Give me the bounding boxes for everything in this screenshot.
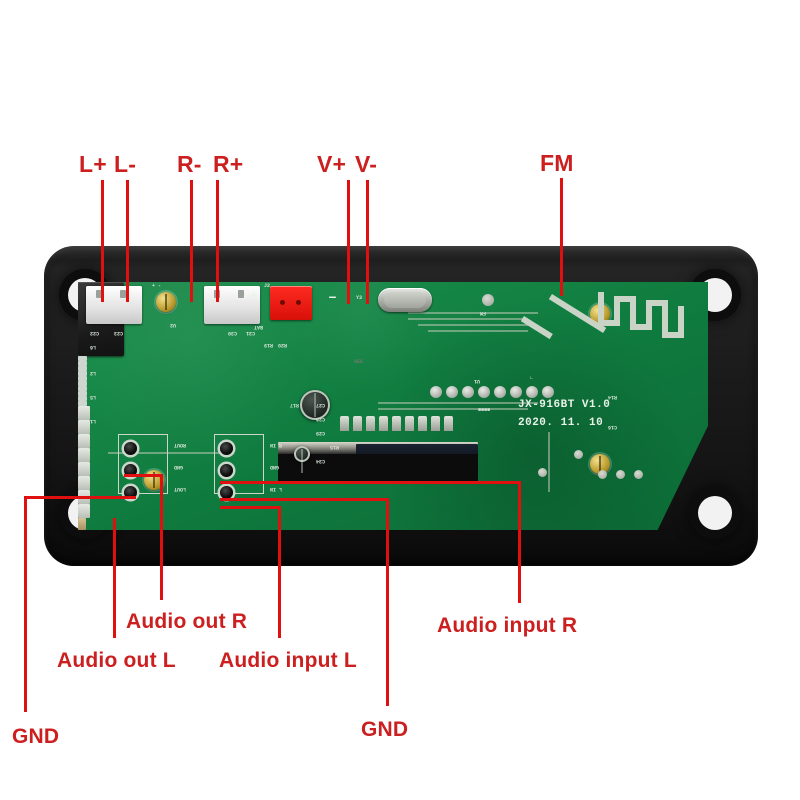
- leader-v-plus: [347, 180, 350, 304]
- label-gnd-bottom: GND: [361, 718, 409, 741]
- silkscreen-date: 2020. 11. 10: [518, 417, 604, 429]
- label-l-minus: L-: [114, 151, 137, 177]
- pcb-screw-top-left: [156, 292, 176, 312]
- label-fm: FM: [540, 150, 574, 176]
- label-audio-input-l: Audio input L: [219, 649, 357, 672]
- leader-audio-input-r-v: [518, 481, 521, 603]
- crystal-oscillator: [378, 288, 432, 312]
- label-audio-out-r: Audio out R: [126, 610, 248, 633]
- power-connector: [270, 286, 312, 320]
- leader-l-plus: [101, 180, 104, 302]
- fm-antenna-pad: [482, 294, 494, 306]
- leader-audio-out-r-v: [160, 474, 163, 600]
- leader-audio-out-l: [113, 518, 116, 638]
- leader-gnd-bottom-h: [220, 498, 386, 501]
- leader-audio-input-l-v: [278, 506, 281, 638]
- pad-row-round: [430, 386, 554, 398]
- pad-audio-input-l: [220, 486, 233, 499]
- label-v-minus: V-: [355, 151, 378, 177]
- pad-audio-out-r: [124, 442, 137, 455]
- label-gnd-left: GND: [12, 725, 60, 748]
- pad-gnd-bottom: [220, 464, 233, 477]
- pcb-board: C22 C23 C30 C31 + - J2 + – BAT Y3 U2: [78, 282, 708, 530]
- label-l-plus: L+: [79, 151, 107, 177]
- pad-audio-input-r: [220, 442, 233, 455]
- leader-v-minus: [366, 180, 369, 304]
- leader-gnd-left-h: [24, 496, 136, 499]
- label-r-minus: R-: [177, 151, 202, 177]
- label-audio-input-r: Audio input R: [437, 614, 578, 637]
- electrolytic-capacitor: [300, 390, 330, 420]
- leader-audio-input-l-h: [220, 506, 278, 509]
- label-v-plus: V+: [317, 151, 347, 177]
- leader-r-minus: [190, 180, 193, 302]
- label-audio-out-l: Audio out L: [57, 649, 176, 672]
- speaker-left-connector: [86, 286, 142, 324]
- label-r-plus: R+: [213, 151, 244, 177]
- leader-fm: [560, 178, 563, 296]
- leader-audio-out-r-h: [124, 474, 160, 477]
- leader-l-minus: [126, 180, 129, 302]
- silkscreen-model: JX-916BT V1.0: [518, 399, 611, 411]
- pad-gnd-left: [124, 464, 137, 477]
- leader-r-plus: [216, 180, 219, 302]
- mounting-hole-bottom-right: [698, 496, 732, 530]
- leader-gnd-left-v: [24, 496, 27, 712]
- leader-audio-input-r-h: [220, 481, 521, 484]
- pad-audio-out-l: [124, 486, 137, 499]
- pcb-screw-bottom-right: [590, 454, 610, 474]
- leader-gnd-bottom-v: [386, 498, 389, 706]
- pad-row-fingers: [340, 416, 453, 431]
